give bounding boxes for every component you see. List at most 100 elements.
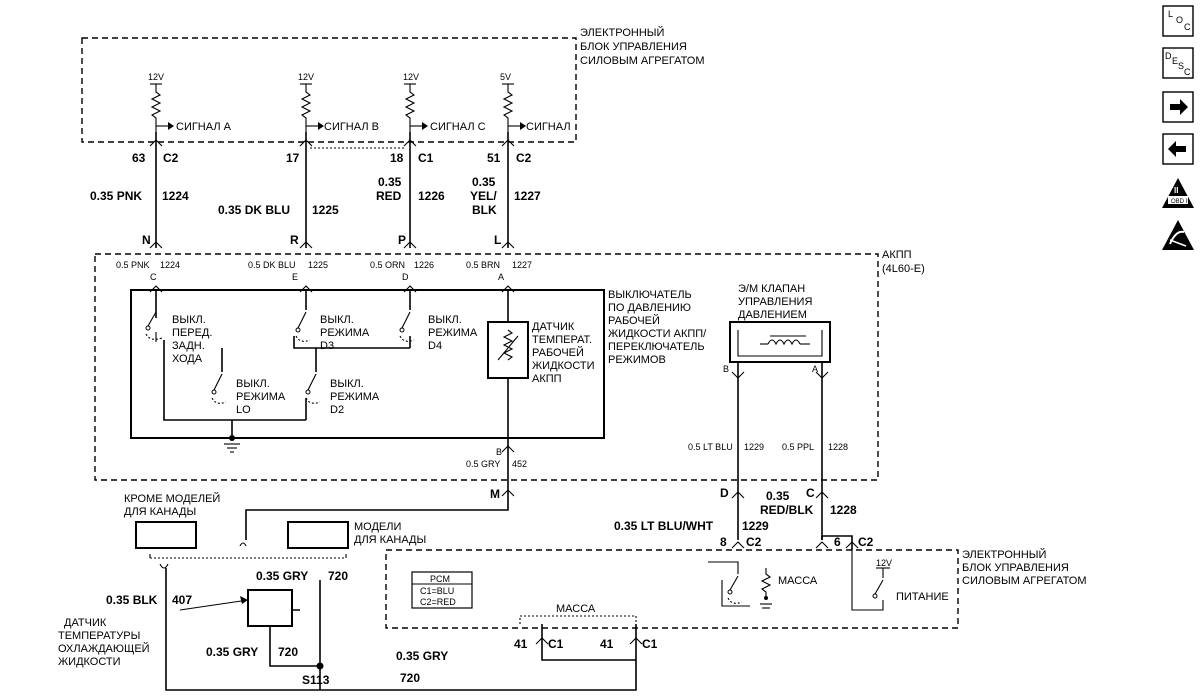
red-blk-1: 0.35 [766, 489, 790, 503]
pressure-label-3: РАБОЧЕЙ [608, 314, 660, 327]
ect-label-4: ЖИДКОСТИ [58, 656, 121, 668]
pcm-bottom-1: ЭЛЕКТРОННЫЙ [962, 548, 1046, 561]
pcm-bottom-box: ЭЛЕКТРОННЫЙ БЛОК УПРАВЛЕНИЯ СИЛОВЫМ АГРЕ… [385, 548, 1087, 661]
pressure-label-2: ПО ДАВЛЕНИЮ [608, 302, 691, 314]
circuit-1228: 1228 [830, 503, 857, 517]
pressure-label-4: ЖИДКОСТИ АКПП/ [608, 328, 707, 340]
sub-circuit-1226: 1226 [414, 260, 434, 270]
canada-2: ДЛЯ КАНАДЫ [354, 534, 426, 546]
wire-gry-left: 0.35 GRY [206, 645, 258, 659]
arrow-left-icon[interactable] [1162, 133, 1194, 165]
main-wires [149, 132, 515, 249]
obd-warning-icon: OBD II II [1162, 178, 1194, 208]
wire-red-1: 0.35 [378, 175, 402, 189]
conn-c1-c: C1 [418, 151, 434, 165]
loc-icon[interactable]: L O C [1162, 5, 1194, 37]
pcm-bottom-3: СИЛОВЫМ АГРЕГАТОМ [962, 575, 1087, 587]
gnd-conn-1: C1 [548, 637, 564, 651]
lo-2: РЕЖИМА [236, 391, 286, 403]
sub-pin-d: D [402, 272, 409, 282]
d2-2: РЕЖИМА [330, 391, 380, 403]
volt-label: 12V [148, 72, 164, 82]
lo-3: LO [236, 404, 251, 416]
pin-c: C [806, 486, 815, 500]
circuit-720-left: 720 [278, 645, 298, 659]
wire-yel-3: BLK [472, 203, 497, 217]
solenoid-title-1: Э/М КЛАПАН [738, 283, 805, 295]
sub-circuit-1227: 1227 [512, 260, 532, 270]
pcm-conn-6: C2 [858, 535, 874, 549]
sol-wire-a: 0.5 PPL [782, 442, 814, 452]
trans-pin-l: L [494, 233, 501, 247]
gnd-pin-2: 41 [600, 637, 614, 651]
pin-d: D [720, 486, 729, 500]
gnd-circuit: 452 [512, 459, 527, 469]
volt-label: 5V [500, 72, 511, 82]
signal-label: СИГНАЛ C [430, 121, 486, 133]
signal-b: 12V СИГНАЛ B [298, 72, 379, 133]
ect-label-2: ТЕМПЕРАТУРЫ [58, 630, 140, 642]
fwd-rev-2: ПЕРЕД. [172, 327, 212, 339]
signal-a: 12V СИГНАЛ A [148, 72, 232, 133]
circuit-1227: 1227 [514, 189, 541, 203]
temp-sensor-2: ТЕМПЕРАТ. [532, 334, 592, 346]
pcm-top-title-2: БЛОК УПРАВЛЕНИЯ [580, 41, 687, 53]
d4-1: ВЫКЛ. [428, 314, 462, 326]
pressure-switch-assembly: ВЫКЛ. ПЕРЕД. ЗАДН. ХОДА ВЫКЛ. РЕЖИМА D3 … [130, 289, 605, 453]
wire-gry-top: 0.35 GRY [256, 569, 308, 583]
volt-label: 12V [298, 72, 314, 82]
solenoid-pin-b: B [723, 364, 729, 374]
pcm-legend-c1: C1=BLU [420, 586, 454, 596]
desc-icon[interactable]: D E S C [1162, 47, 1194, 79]
sub-pin-c: C [150, 272, 157, 282]
wire-yel-2: YEL/ [470, 189, 497, 203]
sub-pin-a: A [498, 272, 504, 282]
circuit-1226: 1226 [418, 189, 445, 203]
trans-pin-p: P [398, 233, 406, 247]
pcm-top-title-1: ЭЛЕКТРОННЫЙ [580, 26, 664, 39]
sub-wire-pnk: 0.5 PNK [116, 260, 150, 270]
pressure-control-solenoid: Э/М КЛАПАН УПРАВЛЕНИЯ ДАВЛЕНИЕМ B A 0.5 … [614, 283, 874, 550]
pcm-top-box: ЭЛЕКТРОННЫЙ БЛОК УПРАВЛЕНИЯ СИЛОВЫМ АГРЕ… [81, 26, 705, 143]
temp-sensor-3: РАБОЧЕЙ [532, 346, 584, 359]
pin-17: 17 [286, 151, 300, 165]
desc-c: C [1184, 67, 1191, 77]
fwd-rev-4: ХОДА [172, 353, 203, 365]
sub-wire-dk-blu: 0.5 DK BLU [248, 260, 296, 270]
loc-c: C [1184, 22, 1191, 32]
wire-blk: 0.35 BLK [106, 593, 158, 607]
signal-label: СИГНАЛ A [176, 121, 232, 133]
solenoid-title-3: ДАВЛЕНИЕМ [738, 309, 807, 321]
pcm-legend-c2: C2=RED [420, 597, 456, 607]
ect-label-1: ДАТЧИК [64, 617, 107, 629]
circuit-720-top: 720 [328, 569, 348, 583]
except-canada-1: КРОМЕ МОДЕЛЕЙ [124, 492, 220, 505]
sol-wire-b: 0.5 LT BLU [688, 442, 733, 452]
wire-pnk: 0.35 PNK [90, 189, 142, 203]
trans-title-1: АКПП [882, 249, 912, 261]
temp-sensor-4: ЖИДКОСТИ [532, 360, 595, 372]
solenoid-pin-a: A [812, 364, 818, 374]
lo-1: ВЫКЛ. [236, 378, 270, 390]
pressure-label-1: ВЫКЛЮЧАТЕЛЬ [608, 289, 692, 301]
pin-51: 51 [487, 151, 501, 165]
gnd-pin-1: 41 [514, 637, 528, 651]
arrow-right-icon[interactable] [1162, 91, 1194, 123]
svg-text:II: II [1174, 186, 1178, 195]
d3-3: D3 [320, 340, 334, 352]
trans-pin-r: R [290, 233, 299, 247]
wire-yel-1: 0.35 [472, 175, 496, 189]
desc-d: D [1165, 51, 1172, 61]
signal-c: 12V СИГНАЛ C [403, 72, 486, 133]
canada-1: МОДЕЛИ [354, 521, 401, 533]
lt-blu-wht: 0.35 LT BLU/WHT [614, 519, 714, 533]
sol-circuit-a: 1228 [828, 442, 848, 452]
pressure-label-5: ПЕРЕКЛЮЧАТЕЛЬ [608, 341, 705, 353]
d3-1: ВЫКЛ. [320, 314, 354, 326]
trans-title-2: (4L60-E) [882, 263, 925, 275]
sub-pin-e: E [292, 272, 298, 282]
d2-1: ВЫКЛ. [330, 378, 364, 390]
wire-dk-blu: 0.35 DK BLU [218, 203, 290, 217]
solenoid-title-2: УПРАВЛЕНИЯ [738, 296, 812, 308]
